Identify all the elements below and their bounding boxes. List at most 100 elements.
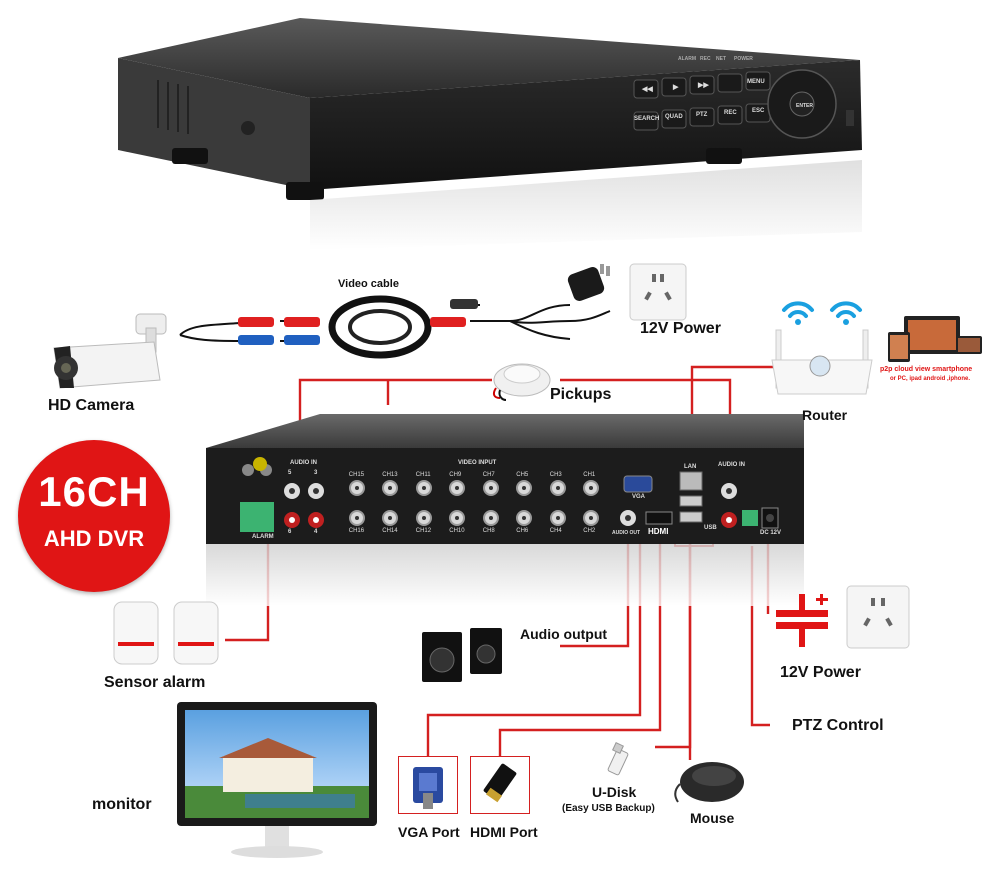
mouse-label: Mouse <box>690 810 735 826</box>
channel-label: CH9 <box>449 472 462 478</box>
channel-label: CH6 <box>516 528 529 534</box>
ptz-control-label: PTZ Control <box>792 717 884 734</box>
hdmi-label: HDMI <box>648 527 669 536</box>
channel-label: CH13 <box>382 472 398 478</box>
led-rec: REC <box>700 56 711 62</box>
bnc-connector <box>549 480 566 496</box>
dvr-front-buttons: ◀◀ ▶ ▶▶ MENU SEARCH QUAD PTZ REC ESC ENT… <box>634 79 874 140</box>
nav-enter-label: ENTER <box>796 103 813 109</box>
vga-port-box <box>398 756 458 814</box>
channel-label: CH11 <box>415 472 431 478</box>
vga-label: VGA <box>632 494 646 500</box>
usb-label: USB <box>704 525 717 531</box>
dc-power-symbol <box>776 594 828 647</box>
channel-label: CH12 <box>415 528 432 534</box>
bnc-connector <box>348 480 365 496</box>
dvr-front-image <box>118 18 862 250</box>
bnc-connector <box>449 510 466 526</box>
video-cable-label: Video cable <box>338 278 399 290</box>
video-cable-image <box>179 295 611 359</box>
led-power: POWER <box>734 56 753 62</box>
audio-in-right-label: AUDIO IN <box>718 462 745 468</box>
audio-num-3: 3 <box>314 470 318 476</box>
bnc-connector <box>482 510 499 526</box>
bnc-connector <box>382 510 399 526</box>
hdmi-connector-icon <box>483 763 517 803</box>
bnc-pin <box>354 486 359 490</box>
back-panel-labels: AUDIO IN VIDEO INPUT 5 3 6 4 VGA AUDIO O… <box>200 410 810 550</box>
power-adapter-image <box>567 264 610 301</box>
bnc-pin <box>488 486 493 490</box>
udisk-label: U-Disk <box>592 784 637 800</box>
alarm-label: ALARM <box>252 534 274 540</box>
channel-label: CH10 <box>449 528 465 534</box>
bnc-pin <box>354 516 359 520</box>
channel-label: CH4 <box>549 528 562 534</box>
bnc-pin <box>388 516 393 520</box>
vga-connector-icon <box>413 767 443 809</box>
audio-output-label: Audio output <box>520 626 608 642</box>
hdmi-port-label: HDMI Port <box>470 824 538 840</box>
router-label: Router <box>802 407 848 423</box>
channel-label: CH15 <box>348 472 365 478</box>
sensor-alarm-image <box>113 601 219 665</box>
bnc-pin <box>421 486 426 490</box>
speakers-image <box>422 628 502 682</box>
dvr-back-image <box>206 414 804 606</box>
hdmi-port-box <box>470 756 530 814</box>
channel-label: CH2 <box>583 528 596 534</box>
bnc-pin <box>455 486 460 490</box>
bnc-connector <box>449 480 466 496</box>
sensor-alarm-label: Sensor alarm <box>104 674 206 691</box>
hd-camera-image <box>53 313 167 389</box>
channel-label: CH14 <box>382 528 398 534</box>
button-quad-label: QUAD <box>665 114 683 120</box>
devices-image <box>888 316 982 362</box>
bnc-connector <box>348 510 365 526</box>
channel-label: CH16 <box>348 528 365 534</box>
bnc-connector <box>382 480 399 496</box>
hd-camera-label: HD Camera <box>48 397 135 414</box>
button-esc-label: ESC <box>752 108 765 114</box>
button-ptz-label: PTZ <box>696 112 708 118</box>
monitor-image <box>177 702 377 858</box>
mouse-image <box>674 762 744 803</box>
pickup-microphone-image <box>492 363 551 401</box>
bnc-connector <box>583 480 600 496</box>
button-forward-label: ▶▶ <box>698 82 709 89</box>
bnc-pin <box>488 516 493 520</box>
monitor-label: monitor <box>92 796 152 813</box>
bnc-pin <box>455 516 460 520</box>
bnc-connector <box>482 480 499 496</box>
router-image <box>771 301 873 395</box>
bnc-connector <box>516 510 533 526</box>
channel-label: CH1 <box>583 472 596 478</box>
led-net: NET <box>716 56 726 62</box>
bnc-pin <box>388 486 393 490</box>
p2p-line2: or PC, ipad android ,iphone. <box>890 376 971 382</box>
led-alarm: ALARM <box>678 56 697 62</box>
bnc-pin <box>555 516 560 520</box>
badge-type: AHD DVR <box>43 526 145 551</box>
pickups-label: Pickups <box>550 386 612 403</box>
usb-drive-icon <box>607 742 629 776</box>
dc-label: DC 12V <box>760 530 782 536</box>
bnc-connector <box>583 510 600 526</box>
power-right-label: 12V Power <box>780 664 861 681</box>
button-search-label: SEARCH <box>634 116 660 122</box>
video-input-label: VIDEO INPUT <box>458 460 497 466</box>
bnc-pin <box>522 516 527 520</box>
lan-label: LAN <box>684 464 697 470</box>
udisk-sub-label: (Easy USB Backup) <box>562 803 655 814</box>
audio-num-6: 6 <box>288 529 292 535</box>
bnc-pin <box>589 486 594 490</box>
bnc-connector <box>549 510 566 526</box>
audio-in-label: AUDIO IN <box>290 460 317 466</box>
wall-socket-top-image <box>629 263 687 321</box>
bnc-pin <box>522 486 527 490</box>
bnc-connector <box>516 480 533 496</box>
bnc-pin <box>555 486 560 490</box>
button-menu-label: MENU <box>747 79 765 85</box>
dvr-front-leds: ALARM REC NET POWER <box>678 56 798 68</box>
